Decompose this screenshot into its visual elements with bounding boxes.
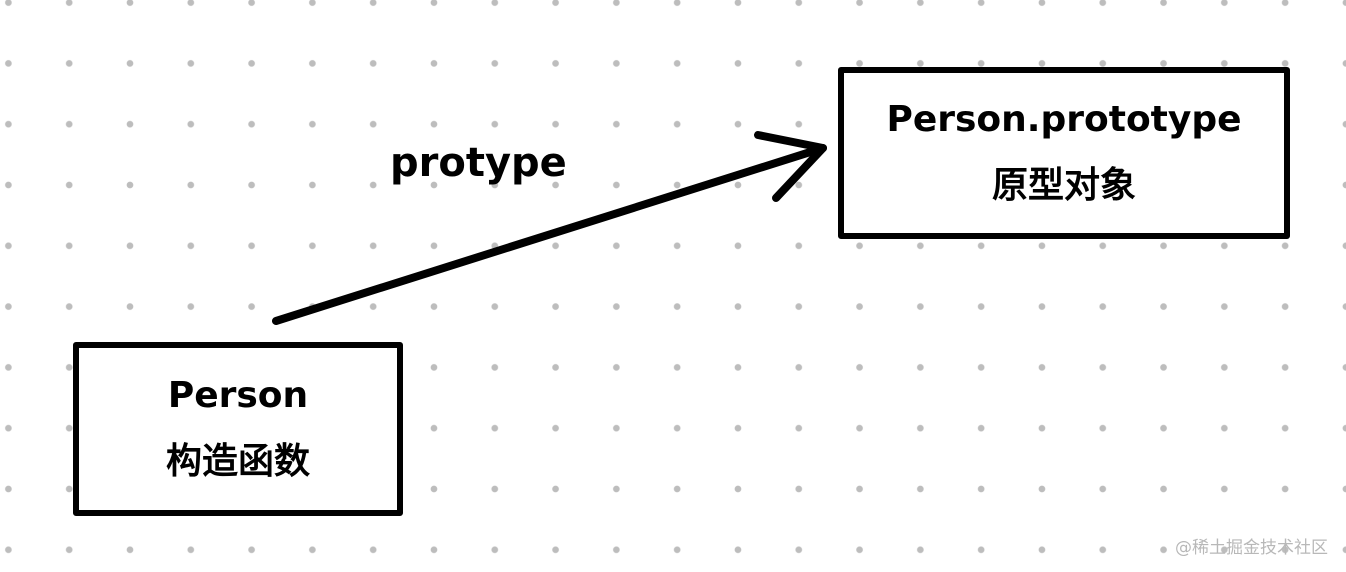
- prototype-name: Person.prototype: [886, 99, 1242, 140]
- constructor-caption: 构造函数: [165, 441, 310, 482]
- prototype-node: Person.prototype 原型对象: [838, 67, 1290, 239]
- constructor-name: Person: [167, 375, 309, 416]
- watermark: @稀土掘金技术社区: [1175, 538, 1328, 558]
- constructor-node: Person 构造函数: [73, 342, 403, 516]
- arrow-shaft: [272, 144, 827, 325]
- edge-label: protype: [390, 140, 567, 186]
- arrow-head: [754, 131, 827, 202]
- prototype-caption: 原型对象: [991, 165, 1136, 206]
